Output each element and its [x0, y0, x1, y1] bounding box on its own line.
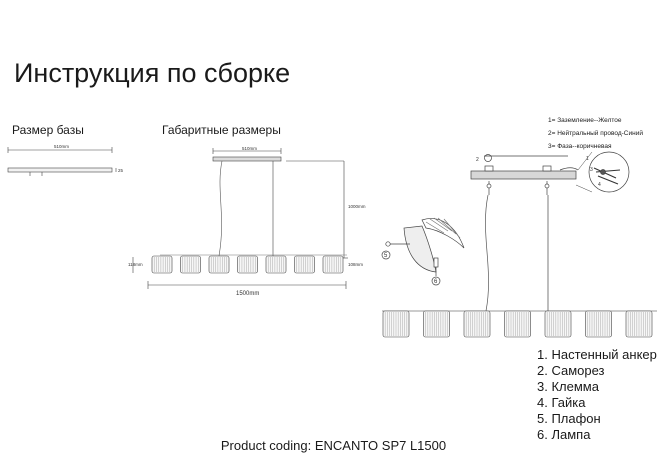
- wiring-legend-item: 1= Заземление--Желтое: [548, 117, 622, 124]
- lamp-shade: [322, 255, 344, 274]
- lamp-shade: [423, 310, 450, 338]
- lamp-shade: [237, 255, 258, 274]
- parts-list-item: 3. Клемма: [537, 379, 599, 394]
- lamp-shade: [265, 255, 287, 274]
- parts-list: 1. Настенный анкер 2. Саморез 3. Клемма …: [537, 347, 657, 443]
- product-coding: Product coding: ENCANTO SP7 L1500: [220, 438, 447, 453]
- lamp-shade: [544, 310, 572, 338]
- parts-list-item: 2. Саморез: [537, 363, 605, 378]
- wiring-legend-item: 3= Фаза--коричневая: [548, 143, 612, 150]
- parts-list-item: 4. Гайка: [537, 395, 586, 410]
- main-shades: [382, 310, 653, 338]
- overall-dimensions-heading: Габаритные размеры: [162, 123, 281, 137]
- callout-6: 6: [434, 279, 438, 285]
- base-size-heading: Размер базы: [12, 123, 84, 137]
- shade-height-left-label: 118mm: [128, 262, 143, 267]
- page-title: Инструкция по сборке: [14, 58, 291, 88]
- callout-3: 3: [590, 167, 593, 173]
- overall-shades: [151, 255, 344, 274]
- overall-drawing: [132, 148, 348, 289]
- lamp-shade: [208, 255, 230, 274]
- ceiling-canopy-assembly: [382, 151, 657, 312]
- wiring-legend: 1= Заземление--Желтое 2= Нейтральный про…: [548, 114, 643, 153]
- lamp-shade: [463, 310, 491, 338]
- shade-height-right-label: 108mm: [348, 262, 363, 267]
- total-length-label: 1500mm: [236, 291, 259, 297]
- callout-5: 5: [384, 253, 388, 259]
- base-height-label: 25: [118, 168, 124, 173]
- lamp-shade: [504, 310, 531, 338]
- shade-assembly-detail: [381, 217, 465, 286]
- callout-2: 2: [476, 157, 479, 163]
- lamp-shade: [294, 255, 315, 274]
- canopy-width-label: 510mm: [242, 146, 257, 151]
- callout-4: 4: [598, 182, 601, 188]
- lamp-shade: [151, 255, 173, 274]
- callout-1: 1: [586, 156, 589, 162]
- lamp-shade: [585, 310, 612, 338]
- drop-height-label: 1000mm: [348, 204, 366, 209]
- lamp-shade: [625, 310, 653, 338]
- parts-list-item: 6. Лампа: [537, 427, 591, 442]
- base-drawing: [7, 147, 117, 176]
- lamp-shade: [180, 255, 201, 274]
- lamp-shade: [382, 310, 410, 338]
- parts-list-item: 5. Плафон: [537, 411, 601, 426]
- wiring-legend-item: 2= Нейтральный провод-Синий: [548, 130, 643, 137]
- parts-list-item: 1. Настенный анкер: [537, 347, 657, 362]
- base-width-label: 510mm: [54, 144, 69, 149]
